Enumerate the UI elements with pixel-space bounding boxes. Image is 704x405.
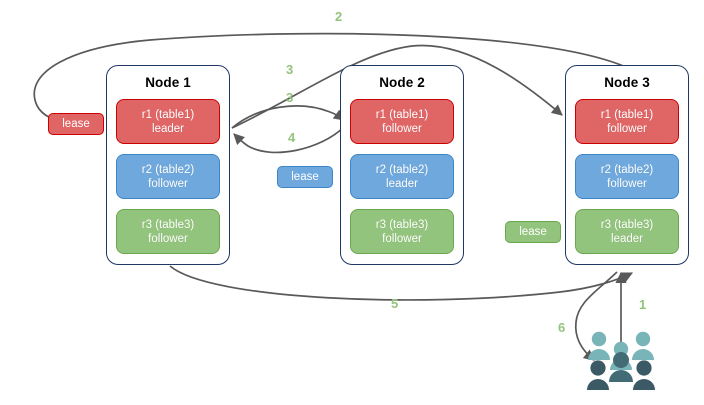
node-card-3[interactable]: Node 3 r1 (table1) follower r2 (table2) … — [565, 65, 689, 265]
replica-name: r3 (table3) — [141, 218, 195, 231]
replica-role: follower — [148, 177, 188, 190]
replica-r1[interactable]: r1 (table1) follower — [575, 99, 679, 144]
replica-role: follower — [382, 232, 422, 245]
arrow-step-3-to-node2 — [231, 105, 345, 129]
step-label-4: 4 — [288, 130, 296, 145]
node-card-1[interactable]: Node 1 r1 (table1) leader r2 (table2) fo… — [106, 65, 230, 265]
replica-name: r2 (table2) — [600, 163, 654, 176]
replica-r2[interactable]: r2 (table2) follower — [116, 154, 220, 199]
replica-role: follower — [148, 232, 188, 245]
replica-name: r1 (table1) — [375, 108, 429, 121]
step-label-6: 6 — [558, 320, 566, 335]
replica-r1[interactable]: r1 (table1) leader — [116, 99, 220, 144]
step-label-3a: 3 — [286, 62, 294, 77]
replica-name: r3 (table3) — [375, 218, 429, 231]
replica-name: r1 (table1) — [600, 108, 654, 121]
replica-role: leader — [152, 122, 184, 135]
replica-role: follower — [607, 122, 647, 135]
lease-chip-r2[interactable]: lease — [277, 166, 333, 188]
replica-name: r3 (table3) — [600, 218, 654, 231]
lease-chip-r1[interactable]: lease — [48, 113, 104, 135]
node-title: Node 1 — [145, 75, 191, 90]
replica-r2[interactable]: r2 (table2) follower — [575, 154, 679, 199]
people-icon — [587, 331, 655, 390]
step-label-5: 5 — [391, 296, 399, 311]
arrow-step-5 — [169, 265, 633, 301]
step-label-3b: 3 — [286, 90, 294, 105]
step-label-1: 1 — [639, 297, 647, 312]
replica-name: r1 (table1) — [141, 108, 195, 121]
node-title: Node 3 — [604, 75, 650, 90]
people-front-outer — [587, 360, 655, 390]
people-front-row — [609, 352, 633, 382]
replica-name: r2 (table2) — [141, 163, 195, 176]
replica-name: r2 (table2) — [375, 163, 429, 176]
replica-r1[interactable]: r1 (table1) follower — [350, 99, 454, 144]
replica-r3[interactable]: r3 (table3) follower — [116, 209, 220, 254]
clients-group — [586, 330, 656, 392]
node-card-2[interactable]: Node 2 r1 (table1) follower r2 (table2) … — [340, 65, 464, 265]
lease-chip-r3[interactable]: lease — [505, 221, 561, 243]
replica-r2[interactable]: r2 (table2) leader — [350, 154, 454, 199]
replica-role: leader — [611, 232, 643, 245]
replica-r3[interactable]: r3 (table3) leader — [575, 209, 679, 254]
people-back-row — [588, 331, 654, 370]
step-label-2: 2 — [335, 9, 343, 24]
replica-role: follower — [607, 177, 647, 190]
replica-r3[interactable]: r3 (table3) follower — [350, 209, 454, 254]
replica-role: leader — [386, 177, 418, 190]
replica-role: follower — [382, 122, 422, 135]
node-title: Node 2 — [379, 75, 425, 90]
